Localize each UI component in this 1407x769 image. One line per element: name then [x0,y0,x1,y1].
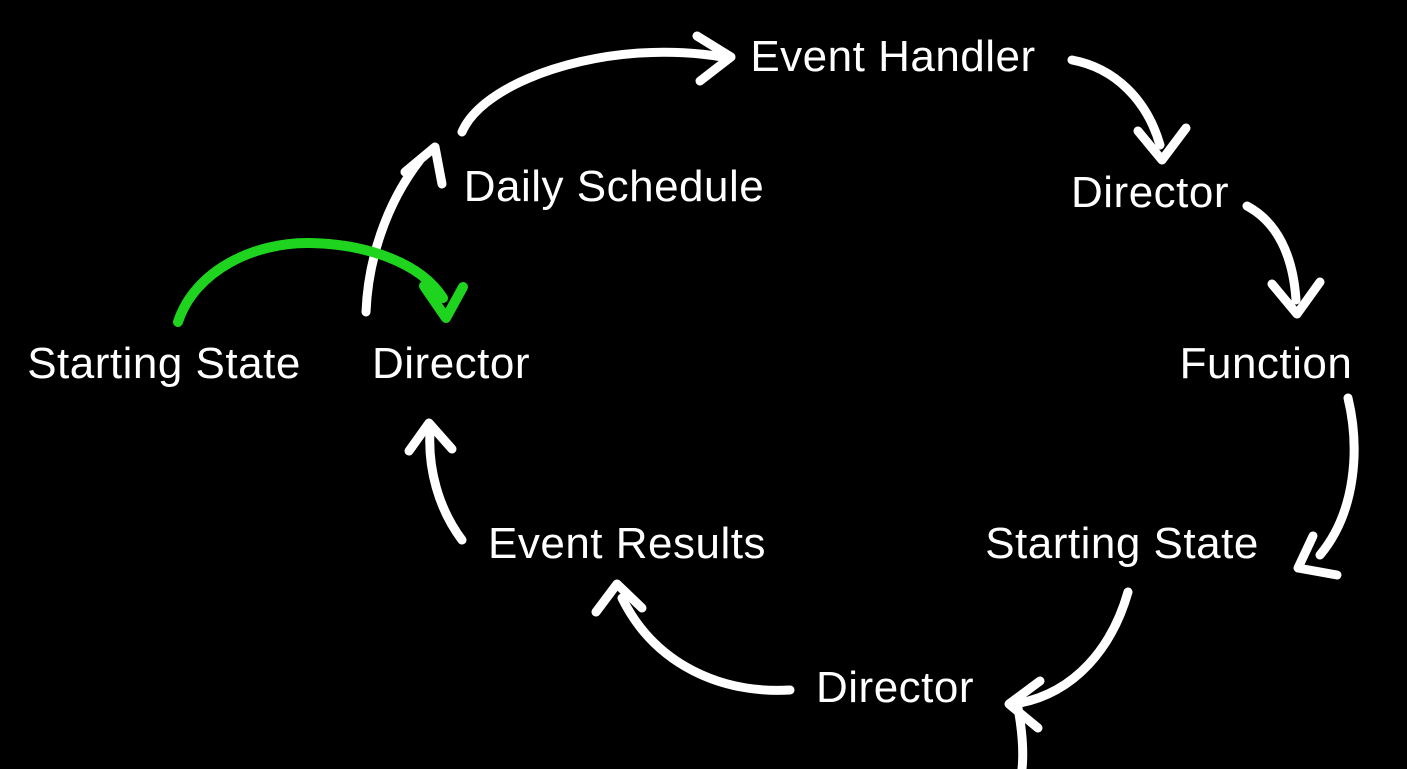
arrowhead-event-handler [692,31,736,86]
arrowhead-director-left [404,418,457,456]
node-label-director-right: Director [1070,168,1230,217]
arrow-daily-schedule-to-event-handler [457,47,727,137]
arrow-starting-state-left-to-director-left [173,237,448,327]
arrowhead-function [1267,277,1325,319]
arrowhead-event-results [591,579,647,617]
node-label-director-bottom: Director [815,663,975,712]
arrow-function-to-starting-state-right [1315,393,1359,560]
arrowhead-starting-state-right [1293,531,1342,580]
arrowhead-director-bottom [1004,676,1045,733]
node-label-function: Function [1179,339,1353,388]
green-arrow-group [173,237,468,327]
arrowhead-director-left-green [419,281,468,323]
arrow-director-bottom-to-event-results [617,593,795,695]
arrow-director-left-to-daily-schedule [361,155,425,317]
node-label-starting-state-left: Starting State [27,339,301,388]
node-label-event-handler: Event Handler [750,32,1036,81]
arrow-starting-state-right-to-director-bottom [1015,587,1133,708]
arrow-director-right-to-function [1242,201,1301,305]
arrow-tail-bottom-edge [1013,703,1028,769]
node-label-event-results: Event Results [488,519,766,568]
node-label-daily-schedule: Daily Schedule [463,162,765,211]
node-label-starting-state-right: Starting State [985,519,1259,568]
arrowhead-director-right [1133,123,1191,165]
arrow-event-handler-to-director-right [1067,55,1165,150]
node-label-director-left: Director [371,339,531,388]
white-arrows-group [361,31,1359,769]
arrowhead-daily-schedule [400,142,447,189]
arrow-event-results-to-director-left [425,427,467,545]
